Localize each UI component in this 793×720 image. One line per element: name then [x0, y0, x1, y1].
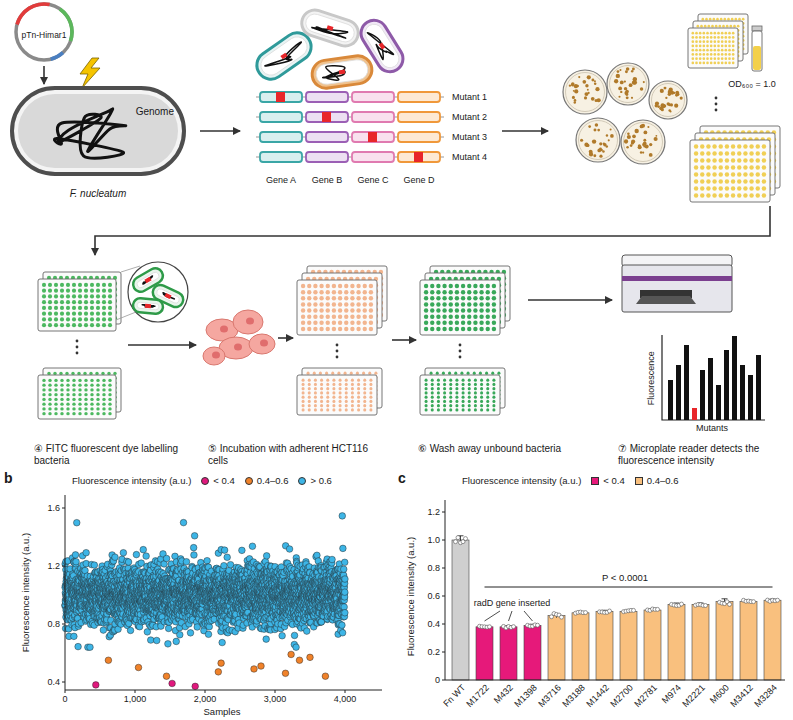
figure: Gene AGene BGene CGene DMutant 1Mutant 2…: [0, 0, 793, 720]
